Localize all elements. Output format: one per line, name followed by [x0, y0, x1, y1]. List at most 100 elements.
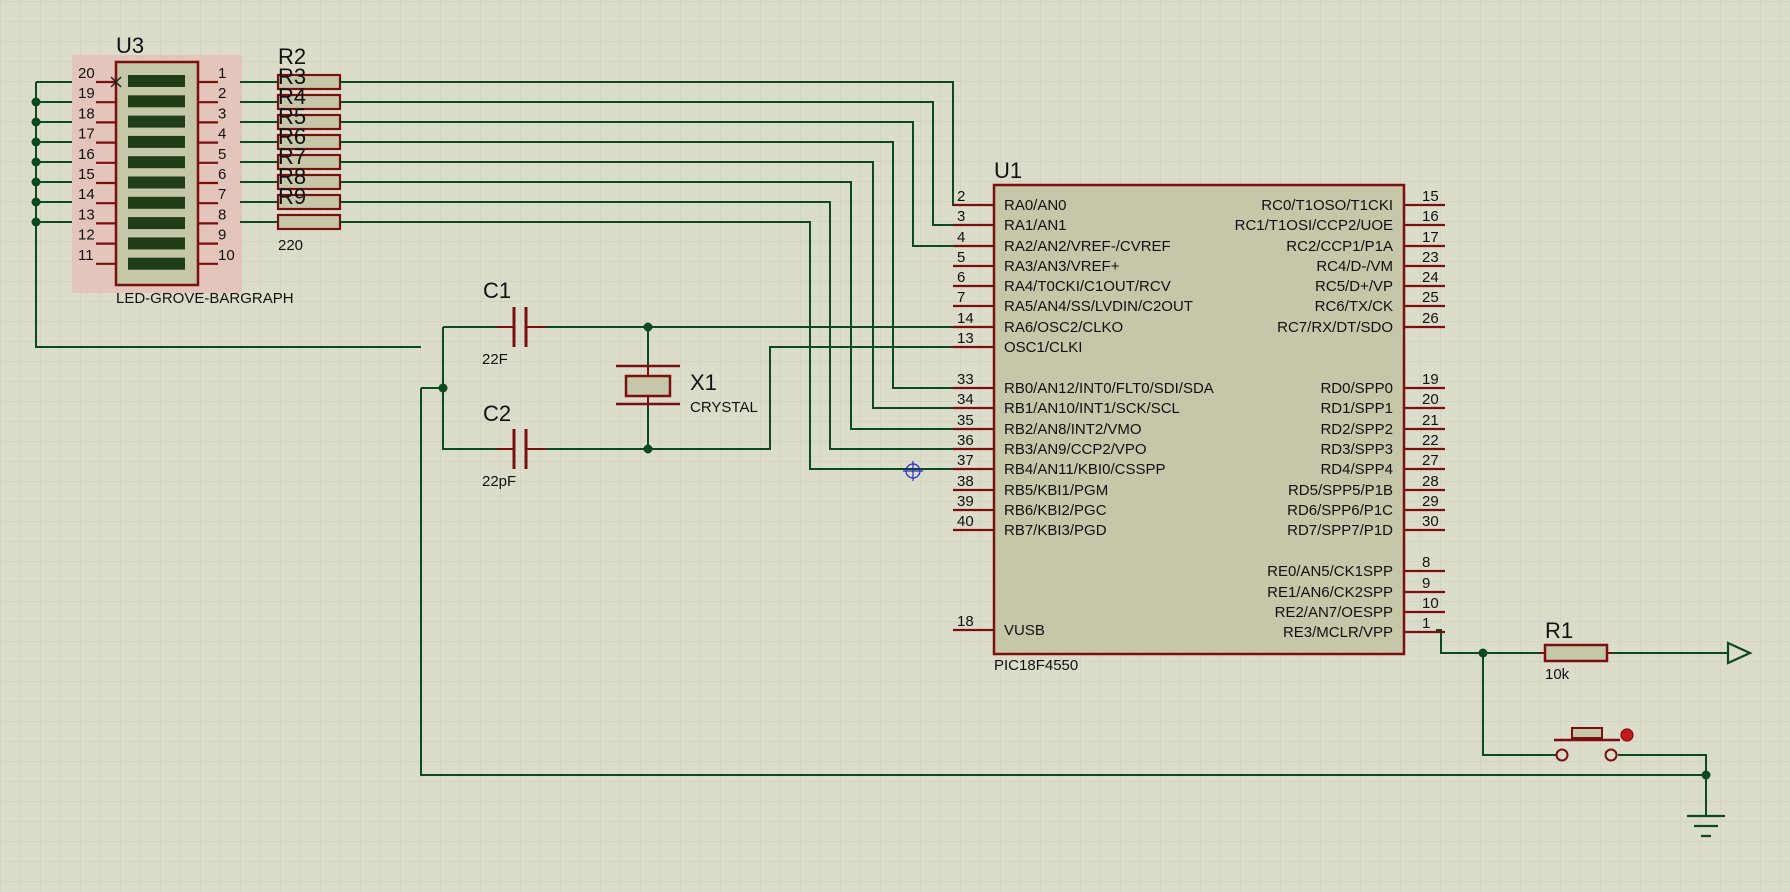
- u3-pin-number: 20: [78, 65, 95, 82]
- resistor-ref: R4: [278, 84, 306, 109]
- u1-pin-label: RB3/AN9/CCP2/VPO: [1004, 441, 1147, 458]
- u1-pin-number: 14: [957, 310, 974, 327]
- u1-pin-number: 39: [957, 493, 974, 510]
- u1-pin-label: RA2/AN2/VREF-/CVREF: [1004, 238, 1171, 255]
- resistor-r1[interactable]: R1 10k: [1540, 618, 1612, 683]
- u1-pin-number: 40: [957, 513, 974, 530]
- u1-pin-label: RE1/AN6/CK2SPP: [1267, 584, 1393, 601]
- u1-pin-number: 17: [1422, 229, 1439, 246]
- capacitor-c1[interactable]: C1 22F: [482, 278, 546, 368]
- resistor-ref: R5: [278, 104, 306, 129]
- u1-pin-number: 35: [957, 412, 974, 429]
- led-segments: [128, 75, 185, 270]
- u1-pin-label: RB5/KBI1/PGM: [1004, 482, 1108, 499]
- u1-pin-number: 22: [1422, 432, 1439, 449]
- u1-pin-number: 1: [1422, 615, 1430, 632]
- u1-pin-number: 5: [957, 249, 965, 266]
- u1-pin-label: RC4/D-/VM: [1316, 258, 1393, 275]
- c1-value: 22F: [482, 351, 508, 368]
- u3-pin-number: 19: [78, 85, 95, 102]
- probe-marker-icon[interactable]: [903, 461, 923, 481]
- u3-pin-number: 1: [218, 65, 226, 82]
- u1-pin-number: 34: [957, 391, 974, 408]
- u1-pin-number: 29: [1422, 493, 1439, 510]
- crystal-x1[interactable]: X1 CRYSTAL: [616, 364, 758, 416]
- u1-pin-label: RC2/CCP1/P1A: [1286, 238, 1393, 255]
- power-terminal-icon[interactable]: [1726, 641, 1753, 665]
- u3-pin-number: 3: [218, 105, 226, 122]
- u3-part-label: LED-GROVE-BARGRAPH: [116, 290, 294, 307]
- u1-body: [992, 183, 1406, 656]
- u1-pin-label: RD4/SPP4: [1320, 461, 1393, 478]
- u1-pin-number: 7: [957, 289, 965, 306]
- u1-pin-number: 23: [1422, 249, 1439, 266]
- u1-pin-number: 16: [1422, 208, 1439, 225]
- u3-pin-number: 6: [218, 166, 226, 183]
- u3-pin-number: 14: [78, 186, 95, 203]
- u1-pin-label: RB6/KBI2/PGC: [1004, 502, 1107, 519]
- u1-pin-number: 26: [1422, 310, 1439, 327]
- resistor-ref: R3: [278, 64, 306, 89]
- led-segment: [128, 196, 185, 209]
- push-button[interactable]: [1554, 727, 1634, 762]
- led-segment: [128, 257, 185, 270]
- u1-pin-label: RA0/AN0: [1004, 197, 1067, 214]
- u3-pin-number: 8: [218, 206, 226, 223]
- u1-pin-number: 27: [1422, 452, 1439, 469]
- u1-pin-label: RD7/SPP7/P1D: [1287, 522, 1393, 539]
- u3-pin-number: 4: [218, 126, 226, 143]
- u1-pin-label: RE3/MCLR/VPP: [1283, 624, 1393, 641]
- x1-ref: X1: [690, 370, 717, 395]
- r1-ref: R1: [1545, 618, 1573, 643]
- u1-left-pins: 2RA0/AN03RA1/AN14RA2/AN2/VREF-/CVREF5RA3…: [953, 188, 1214, 639]
- u1-pin-label: RD6/SPP6/P1C: [1287, 502, 1393, 519]
- u1-pin-label: RE2/AN7/OESPP: [1275, 604, 1393, 621]
- u1-pin-label: RD2/SPP2: [1320, 421, 1393, 438]
- u3-pin-number: 11: [78, 247, 94, 264]
- u3-pin-number: 16: [78, 146, 95, 163]
- led-segment: [128, 237, 185, 250]
- u1-pin-number: 24: [1422, 269, 1439, 286]
- capacitor-c2[interactable]: C2 22pF: [482, 401, 546, 490]
- u1-right-pins: 15RC0/T1OSO/T1CKI16RC1/T1OSI/CCP2/UOE17R…: [1235, 188, 1445, 641]
- u1-pin-number: 3: [957, 208, 965, 225]
- u1-pin-label: RD1/SPP1: [1320, 400, 1393, 417]
- button-state-icon[interactable]: [1620, 728, 1634, 742]
- u1-pin-number: 8: [1422, 554, 1430, 571]
- led-segment: [128, 217, 185, 230]
- u3-pin-number: 10: [218, 247, 235, 264]
- u3-pin-number: 5: [218, 146, 226, 163]
- u3-pin-number: 15: [78, 166, 95, 183]
- u3-pin-number: 2: [218, 85, 226, 102]
- resistor-body: [276, 213, 342, 231]
- u1-pin-label: RC1/T1OSI/CCP2/UOE: [1235, 217, 1393, 234]
- u1-pin-number: 2: [957, 188, 965, 205]
- u1-pin-number: 30: [1422, 513, 1439, 530]
- u3-pin-number: 9: [218, 227, 226, 244]
- u1-pin-number: 28: [1422, 473, 1439, 490]
- led-segment: [128, 135, 185, 148]
- u1-pin-label: RC5/D+/VP: [1315, 278, 1393, 295]
- led-segment: [128, 75, 185, 87]
- u1-pin-number: 10: [1422, 595, 1439, 612]
- junctions: [31, 97, 1711, 780]
- microcontroller-u1[interactable]: 2RA0/AN03RA1/AN14RA2/AN2/VREF-/CVREF5RA3…: [953, 158, 1445, 674]
- c1-ref: C1: [483, 278, 511, 303]
- u1-pin-number: 36: [957, 432, 974, 449]
- u1-ref: U1: [994, 158, 1022, 183]
- u1-pin-label: VUSB: [1004, 622, 1045, 639]
- u1-pin-number: 21: [1422, 412, 1439, 429]
- u1-pin-number: 9: [1422, 575, 1430, 592]
- ground-icon: [1687, 803, 1725, 838]
- led-segment: [128, 156, 185, 169]
- led-segment: [128, 95, 185, 108]
- no-connect-marker: [110, 76, 122, 88]
- u3-pin-number: 17: [78, 126, 95, 143]
- u1-pin-number: 37: [957, 452, 974, 469]
- u3-pin-number: 7: [218, 186, 226, 203]
- resistor-ref: R7: [278, 144, 306, 169]
